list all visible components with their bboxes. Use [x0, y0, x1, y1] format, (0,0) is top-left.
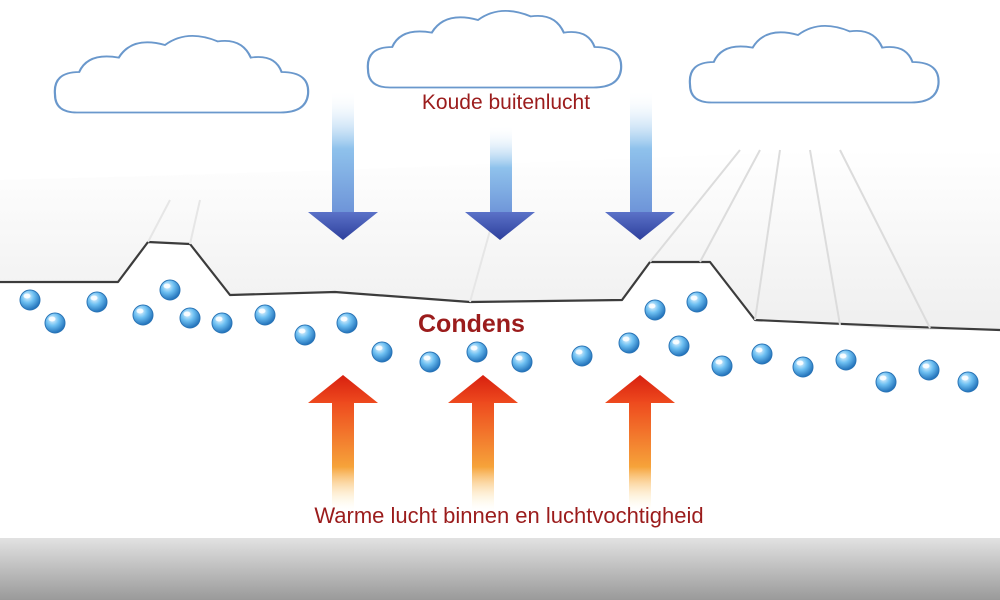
- arrow-down-icon: [605, 90, 675, 240]
- water-droplet-icon: [294, 324, 316, 346]
- arrow-down-icon: [465, 125, 535, 240]
- water-droplet-icon: [792, 356, 814, 378]
- water-droplet-icon: [668, 335, 690, 357]
- water-droplet-icon: [875, 371, 897, 393]
- floor-band: [0, 538, 1000, 600]
- water-droplet-icon: [19, 289, 41, 311]
- water-droplet-icon: [835, 349, 857, 371]
- water-droplet-icon: [179, 307, 201, 329]
- water-droplet-icon: [254, 304, 276, 326]
- water-droplet-icon: [132, 304, 154, 326]
- water-droplet-icon: [466, 341, 488, 363]
- water-droplet-icon: [644, 299, 666, 321]
- water-droplet-icon: [918, 359, 940, 381]
- water-droplet-icon: [419, 351, 441, 373]
- water-droplet-icon: [618, 332, 640, 354]
- arrow-up-icon: [605, 375, 675, 510]
- water-droplet-icon: [571, 345, 593, 367]
- water-droplet-icon: [371, 341, 393, 363]
- water-droplet-icon: [86, 291, 108, 313]
- water-droplet-icon: [751, 343, 773, 365]
- water-droplet-icon: [44, 312, 66, 334]
- arrow-down-icon: [308, 90, 378, 240]
- arrow-up-icon: [308, 375, 378, 510]
- water-droplet-icon: [957, 371, 979, 393]
- cloud-icon: [366, 9, 623, 89]
- water-droplet-icon: [336, 312, 358, 334]
- water-droplet-icon: [711, 355, 733, 377]
- water-droplet-icon: [159, 279, 181, 301]
- water-droplet-icon: [511, 351, 533, 373]
- water-droplet-icon: [686, 291, 708, 313]
- condensation-label: Condens: [418, 310, 525, 338]
- water-droplet-icon: [211, 312, 233, 334]
- cold-outside-air-label: Koude buitenlucht: [421, 91, 591, 114]
- warm-inside-air-label: Warme lucht binnen en luchtvochtigheid: [314, 503, 704, 528]
- arrow-up-icon: [448, 375, 518, 510]
